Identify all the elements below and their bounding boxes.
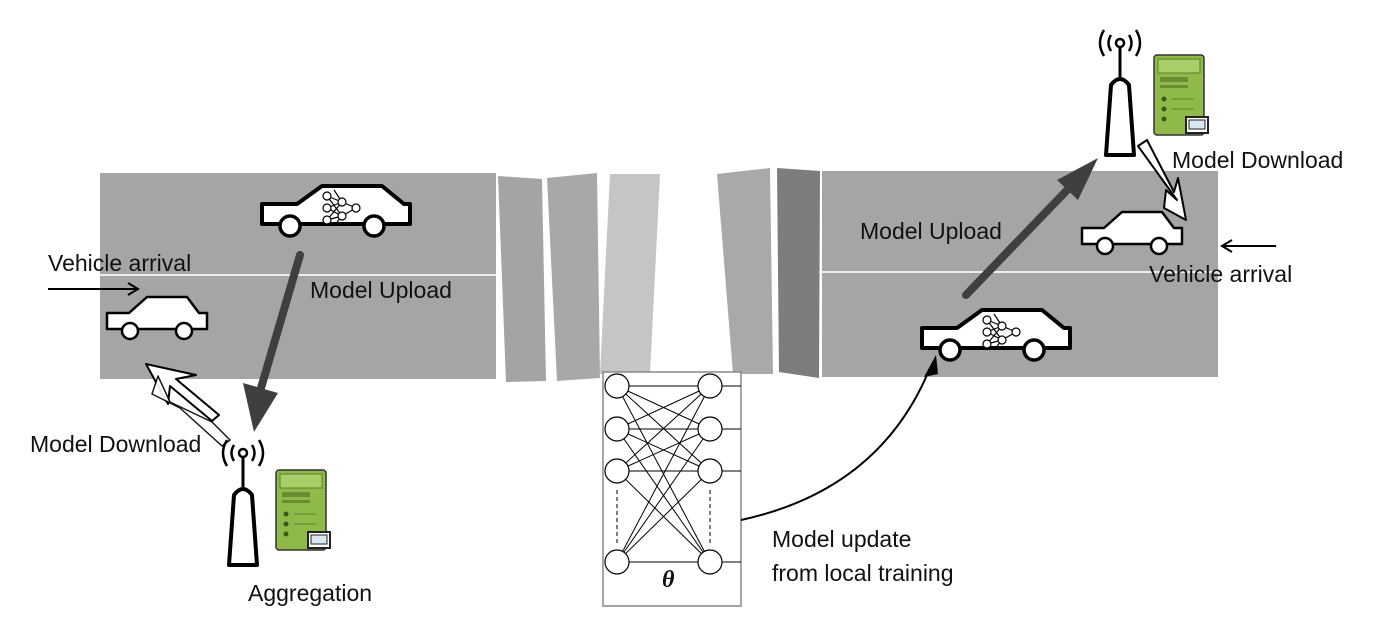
model-update-arrow [740,355,938,521]
model-download-label-left: Model Download [30,431,202,457]
model-upload-label-left: Model Upload [310,277,452,303]
aggregation-label: Aggregation [248,580,373,606]
neural-network-box [602,371,742,607]
server-icon [275,469,331,551]
model-upload-label-right: Model Upload [860,218,1002,244]
antenna-tower-icon [221,438,265,567]
download-arrow-right [1137,139,1187,221]
model-download-label-right: Model Download [1172,147,1344,173]
local-training-label: from local training [772,560,954,586]
vehicle-arrival-label-left: Vehicle arrival [48,250,192,276]
upload-arrow-left [243,251,304,432]
upload-arrow-right [962,158,1098,299]
vehicle-arrival-label-right: Vehicle arrival [1149,261,1293,287]
road-segments [498,168,820,382]
theta-label: θ [662,567,675,593]
arrow-icon [1220,239,1276,253]
arrow-icon [48,282,140,296]
server-icon [1153,54,1209,136]
antenna-tower-icon [1098,28,1142,157]
model-update-label: Model update [772,526,912,552]
download-arrow-left [145,363,231,447]
